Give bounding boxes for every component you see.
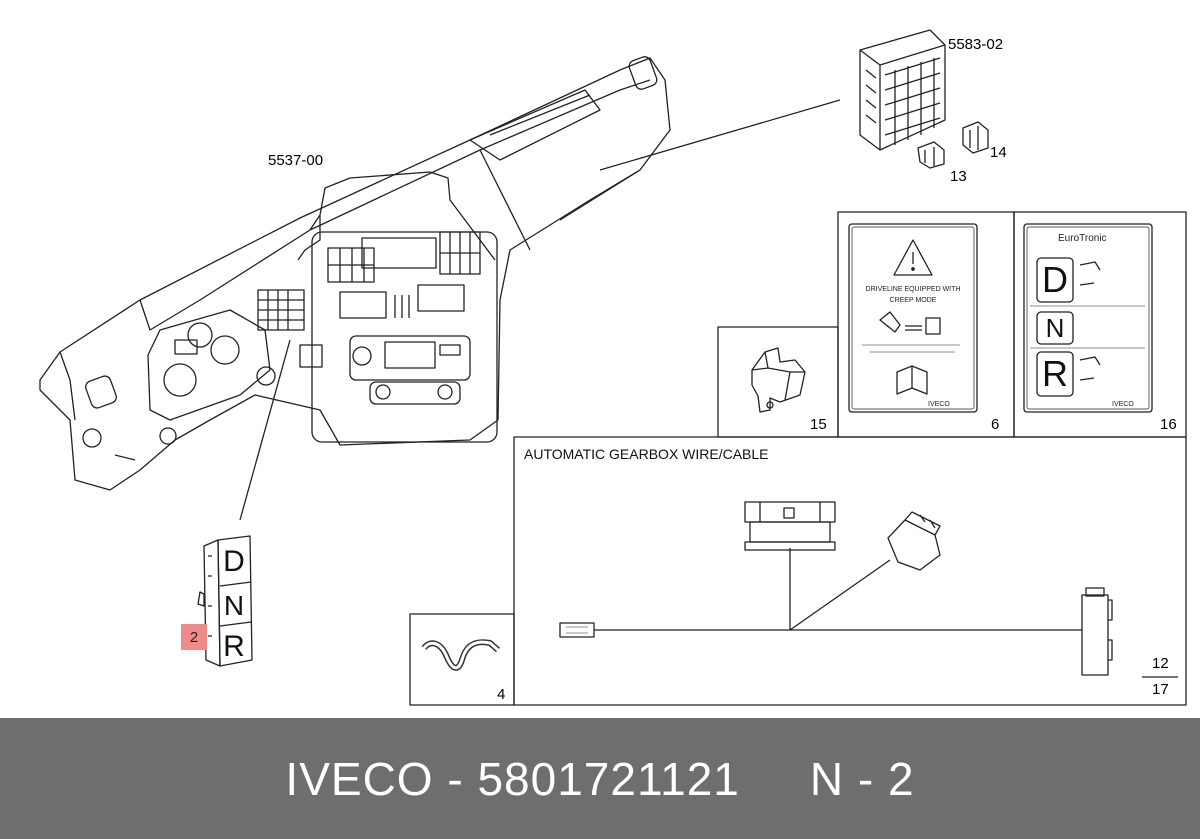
fuse-box-illustration <box>859 29 989 169</box>
label-5583-02: 5583-02 <box>948 36 1004 53</box>
gear-switch-illustration <box>197 535 253 667</box>
leader-switch <box>239 339 291 521</box>
decal-6-text-2: CREEP MODE <box>889 297 937 304</box>
label-14: 14 <box>990 144 1007 161</box>
callout-2-highlight: 2 <box>181 624 207 650</box>
footer-caption: IVECO - 5801721121 N - 2 <box>0 718 1200 839</box>
label-15: 15 <box>810 416 827 433</box>
decal-16-title: EuroTronic <box>1058 233 1107 244</box>
cable-4-illustration <box>421 639 500 671</box>
footer-dash: - <box>447 752 464 805</box>
footer-bar: IVECO - 5801721121 N - 2 <box>0 718 1200 839</box>
switch-letter-n: N <box>223 590 245 621</box>
parts-drawing: DRIVELINE EQUIPPED WITH CREEP MODE IVECO… <box>39 29 1187 706</box>
label-6: 6 <box>991 416 1000 433</box>
label-12: 12 <box>1152 655 1169 672</box>
switch-letter-d: D <box>223 545 245 578</box>
decal-16-illustration <box>1023 223 1153 413</box>
footer-brand: IVECO <box>285 752 434 805</box>
decal-16-brand: IVECO <box>1112 401 1134 408</box>
panel-frames <box>409 211 1187 706</box>
decal-6-text-1: DRIVELINE EQUIPPED WITH <box>865 286 961 293</box>
bracket-15-illustration <box>751 347 806 413</box>
label-16: 16 <box>1160 416 1177 433</box>
label-4: 4 <box>497 686 506 703</box>
label-5537-00: 5537-00 <box>268 152 324 169</box>
decal-16-letter-d: D <box>1042 259 1068 300</box>
line-art <box>39 29 1187 706</box>
footer-ref: N - 2 <box>809 752 915 805</box>
footer-part-number: 5801721121 <box>477 752 740 805</box>
decal-6-illustration <box>848 223 978 413</box>
label-17: 17 <box>1152 681 1169 698</box>
decal-16-letter-r: R <box>1042 353 1068 394</box>
dashboard-illustration <box>39 56 671 491</box>
leader-fusebox <box>599 99 841 171</box>
decal-16-letter-n: N <box>1045 313 1065 343</box>
decal-6-brand: IVECO <box>928 401 950 408</box>
wire-panel-title: AUTOMATIC GEARBOX WIRE/CABLE <box>524 446 769 462</box>
label-13: 13 <box>950 168 967 185</box>
switch-letter-r: R <box>223 630 245 663</box>
wire-harness-illustration <box>559 501 1178 678</box>
